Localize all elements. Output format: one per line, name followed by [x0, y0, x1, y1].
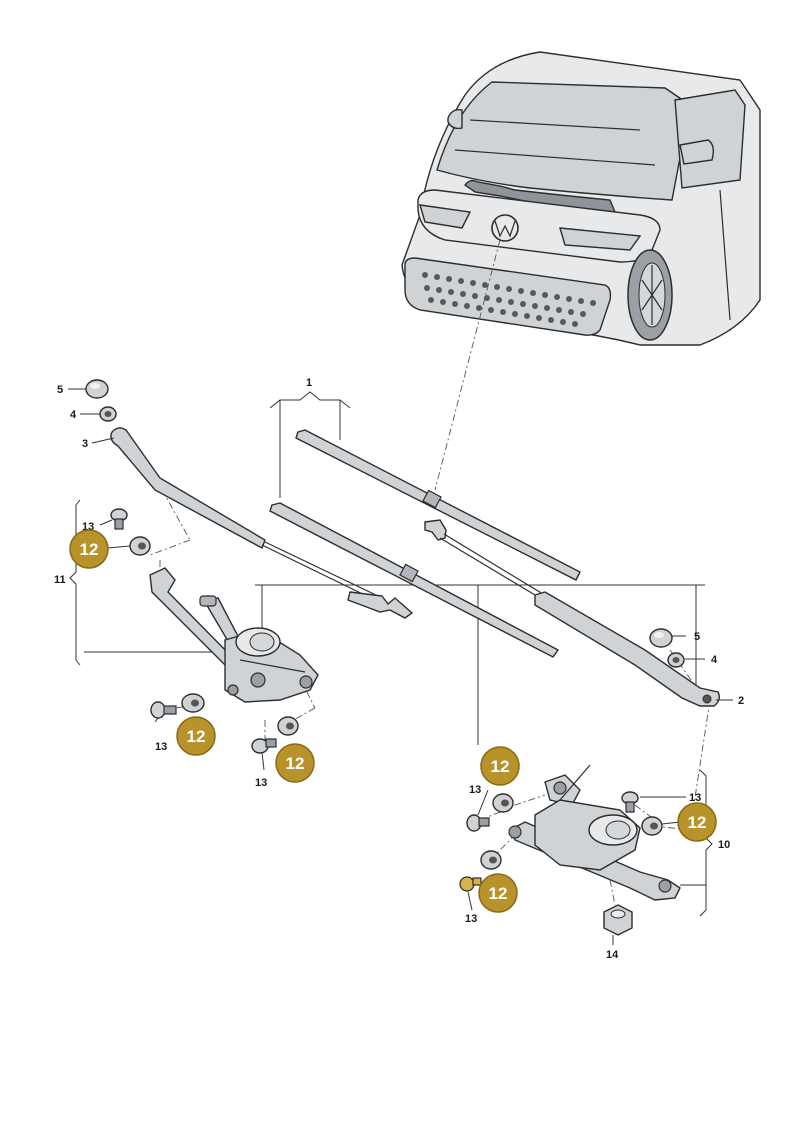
wiper-motor-right	[508, 764, 681, 901]
bolt-right-bottom	[459, 876, 482, 892]
bolt-left-top	[110, 508, 128, 530]
nut-right	[667, 652, 685, 668]
label-14: 14	[606, 949, 619, 961]
wiper-motor-left	[149, 567, 319, 703]
label-leaders	[68, 388, 733, 945]
badge-12-left-bottom-b: 12	[275, 743, 315, 783]
bolt-right-top	[466, 814, 490, 832]
label-13-right-side: 13	[689, 792, 701, 804]
nut-left	[99, 406, 117, 422]
vehicle-illustration	[401, 51, 761, 346]
label-13-right-top: 13	[469, 784, 481, 796]
wiper-blade-lower	[269, 502, 560, 658]
label-10: 10	[718, 839, 730, 851]
label-11: 11	[54, 574, 66, 586]
grommet-right-middle	[480, 850, 502, 870]
svg-text:12: 12	[489, 884, 508, 903]
badge-12-left-top: 12	[69, 529, 109, 569]
svg-text:12: 12	[688, 813, 707, 832]
label-3: 3	[82, 438, 88, 450]
reference-lines	[69, 391, 713, 917]
grommet-right-side	[641, 816, 663, 836]
cap-left	[85, 379, 109, 399]
grille-pattern	[422, 272, 596, 327]
label-13-left-b: 13	[255, 777, 267, 789]
grommet-left-bottom-b	[277, 716, 299, 736]
bolt-left-bottom-a	[150, 701, 177, 719]
svg-text:12: 12	[187, 727, 206, 746]
wiper-arm-right	[424, 519, 721, 707]
bolt-right-side	[621, 791, 639, 813]
badge-12-left-bottom-a: 12	[176, 716, 216, 756]
label-5-right: 5	[694, 631, 700, 643]
label-4-left: 4	[70, 409, 77, 421]
badge-12-right-side: 12	[677, 802, 717, 842]
grommet-left-bottom-a	[181, 693, 205, 713]
wiper-blade-upper	[295, 429, 581, 581]
label-4-right: 4	[711, 654, 718, 666]
wiper-arm-left	[110, 427, 414, 619]
damper-14	[603, 904, 633, 936]
label-2: 2	[738, 695, 744, 707]
bolt-left-bottom-b	[251, 738, 277, 754]
badge-12-right-top: 12	[480, 746, 520, 786]
svg-text:12: 12	[286, 754, 305, 773]
badge-12-right-bottom: 12	[478, 873, 518, 913]
badges: 12 12 12 12 12 12	[69, 529, 717, 913]
label-13-right-bottom: 13	[465, 913, 477, 925]
vw-logo-icon	[491, 214, 519, 242]
label-13-left-a: 13	[155, 741, 167, 753]
grommet-left-top	[129, 536, 151, 556]
label-1: 1	[306, 377, 312, 389]
cap-right	[649, 628, 673, 648]
svg-text:12: 12	[80, 540, 99, 559]
grommet-right-top	[492, 793, 514, 813]
label-5-left: 5	[57, 384, 63, 396]
svg-text:12: 12	[491, 757, 510, 776]
